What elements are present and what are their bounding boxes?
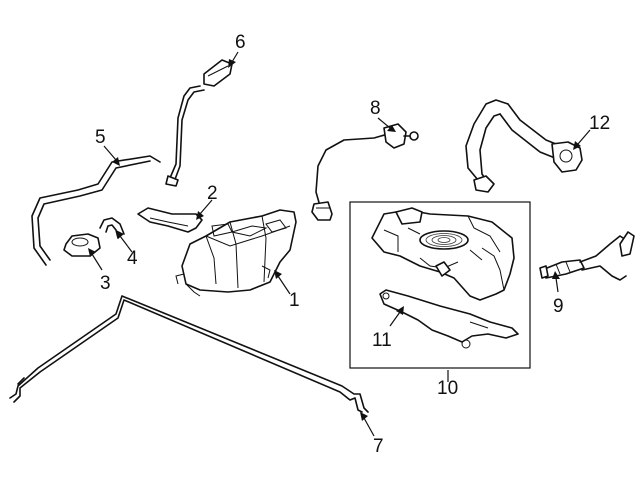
callout-4: 4 bbox=[127, 248, 138, 269]
callout-2: 2 bbox=[207, 183, 218, 204]
callout-9: 9 bbox=[553, 296, 564, 317]
callout-3: 3 bbox=[100, 273, 111, 294]
callout-1: 1 bbox=[289, 290, 300, 311]
part-1-evap-canister bbox=[175, 209, 297, 297]
part-10-box bbox=[349, 201, 531, 369]
part-6-sensor bbox=[165, 59, 233, 187]
callout-7: 7 bbox=[373, 436, 384, 457]
part-2-bracket bbox=[137, 207, 203, 233]
callout-5: 5 bbox=[95, 127, 106, 148]
part-8-oxygen-sensor bbox=[311, 123, 419, 221]
part-10-canister-assembly bbox=[371, 207, 515, 301]
part-12-hose-valve bbox=[465, 99, 583, 193]
callout-12: 12 bbox=[589, 113, 610, 134]
callout-11: 11 bbox=[372, 330, 392, 351]
callout-leaders bbox=[88, 51, 591, 437]
callout-8: 8 bbox=[370, 98, 381, 119]
part-5-vapor-hose bbox=[31, 155, 161, 266]
callout-6: 6 bbox=[235, 32, 246, 53]
part-9-sensor bbox=[539, 231, 635, 281]
part-11-shield bbox=[379, 289, 519, 349]
callout-10: 10 bbox=[437, 378, 458, 399]
part-7-vapor-line bbox=[9, 295, 369, 413]
